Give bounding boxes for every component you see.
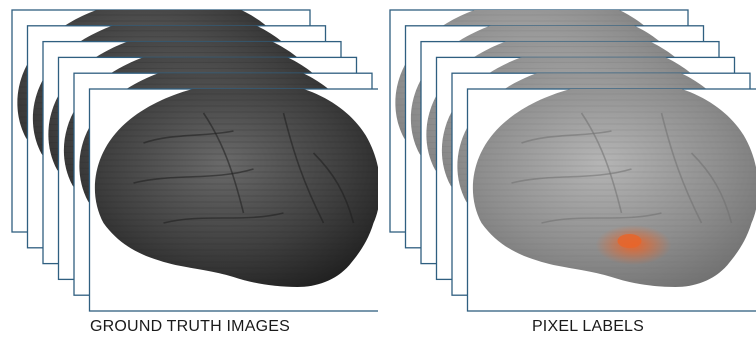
pixel-labels-image-stack — [378, 0, 756, 320]
front-image-frame — [468, 81, 756, 311]
pixel-labels-caption: PIXEL LABELS — [428, 318, 748, 336]
pixel-labels-panel: PIXEL LABELS — [378, 0, 756, 344]
ground-truth-image-stack — [0, 0, 378, 320]
ground-truth-panel: GROUND TRUTH IMAGES — [0, 0, 378, 344]
ground-truth-caption: GROUND TRUTH IMAGES — [40, 318, 340, 336]
front-image-frame — [90, 81, 379, 311]
